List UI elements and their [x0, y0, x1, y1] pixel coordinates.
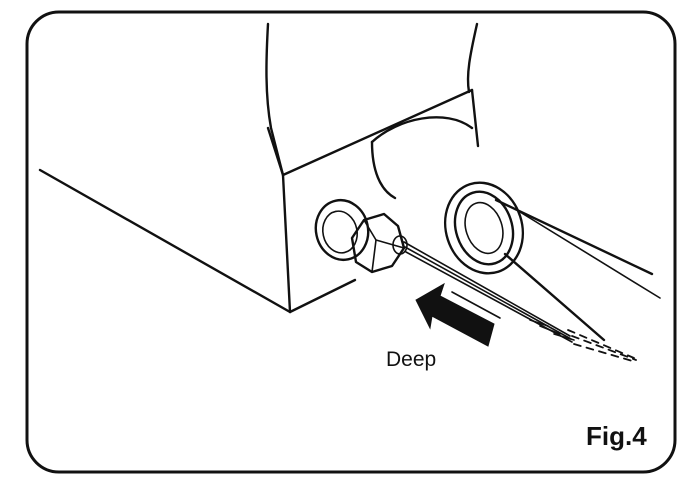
needle-clamp — [314, 198, 408, 274]
needle — [403, 241, 637, 363]
main-shaft — [443, 181, 661, 342]
direction-label: Deep — [386, 348, 436, 371]
figure-caption: Fig.4 — [586, 421, 647, 451]
diagram-frame — [25, 10, 677, 474]
insert-direction-arrow — [415, 282, 501, 347]
machine-head — [38, 22, 480, 314]
hex-nut — [350, 212, 406, 274]
